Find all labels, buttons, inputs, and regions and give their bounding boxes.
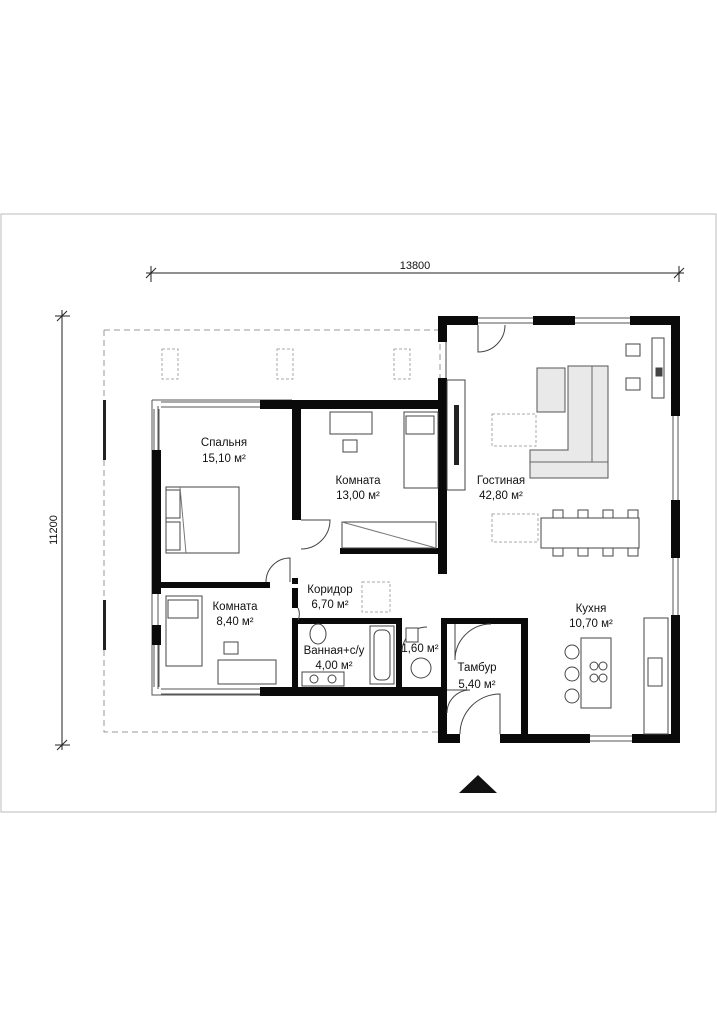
dimension-height bbox=[55, 310, 70, 751]
room-area-bath: 4,00 м² bbox=[315, 660, 352, 672]
dimension-height-label: 11200 bbox=[48, 515, 60, 545]
room-area-room1: 13,00 м² bbox=[336, 490, 380, 502]
terrace-lights bbox=[161, 348, 411, 380]
room-area-kitchen: 10,70 м² bbox=[569, 618, 613, 630]
room-area-corridor: 6,70 м² bbox=[311, 599, 348, 611]
room-name-living: Гостиная bbox=[477, 475, 525, 487]
room-area-room2: 8,40 м² bbox=[216, 616, 253, 628]
fireplace bbox=[446, 379, 466, 491]
kitchen bbox=[564, 617, 669, 735]
room-name-bedroom: Спальня bbox=[201, 437, 247, 449]
sofa bbox=[491, 365, 609, 479]
room-area-wc: 1,60 м² bbox=[401, 643, 438, 655]
sheet-frame bbox=[0, 213, 717, 813]
bedroom-bed bbox=[165, 486, 240, 554]
walls bbox=[152, 316, 680, 743]
room-area-living: 42,80 м² bbox=[479, 490, 523, 502]
windows bbox=[153, 317, 679, 742]
room-labels: Спальня 15,10 м² Комната 13,00 м² Гостин… bbox=[201, 437, 613, 691]
dimension-width bbox=[145, 266, 685, 282]
doors bbox=[265, 324, 506, 735]
room2-furniture bbox=[165, 595, 277, 685]
room-name-corridor: Коридор bbox=[307, 584, 352, 596]
bathroom-fixtures bbox=[301, 623, 432, 687]
room-name-room1: Комната bbox=[335, 475, 381, 487]
office-chairs bbox=[625, 337, 665, 399]
room-name-vestibule: Тамбур bbox=[457, 662, 496, 674]
north-arrow bbox=[459, 775, 497, 793]
dimension-width-label: 13800 bbox=[400, 260, 431, 272]
corridor-rug bbox=[361, 581, 391, 613]
room-area-bedroom: 15,10 м² bbox=[202, 453, 246, 465]
room-name-room2: Комната bbox=[212, 601, 258, 613]
room-name-bath: Ванная+с/у bbox=[304, 645, 365, 657]
room-area-vestibule: 5,40 м² bbox=[458, 679, 495, 691]
room-name-kitchen: Кухня bbox=[576, 603, 607, 615]
dining-table bbox=[491, 509, 640, 557]
room1-furniture bbox=[329, 411, 439, 549]
railing bbox=[103, 400, 106, 650]
